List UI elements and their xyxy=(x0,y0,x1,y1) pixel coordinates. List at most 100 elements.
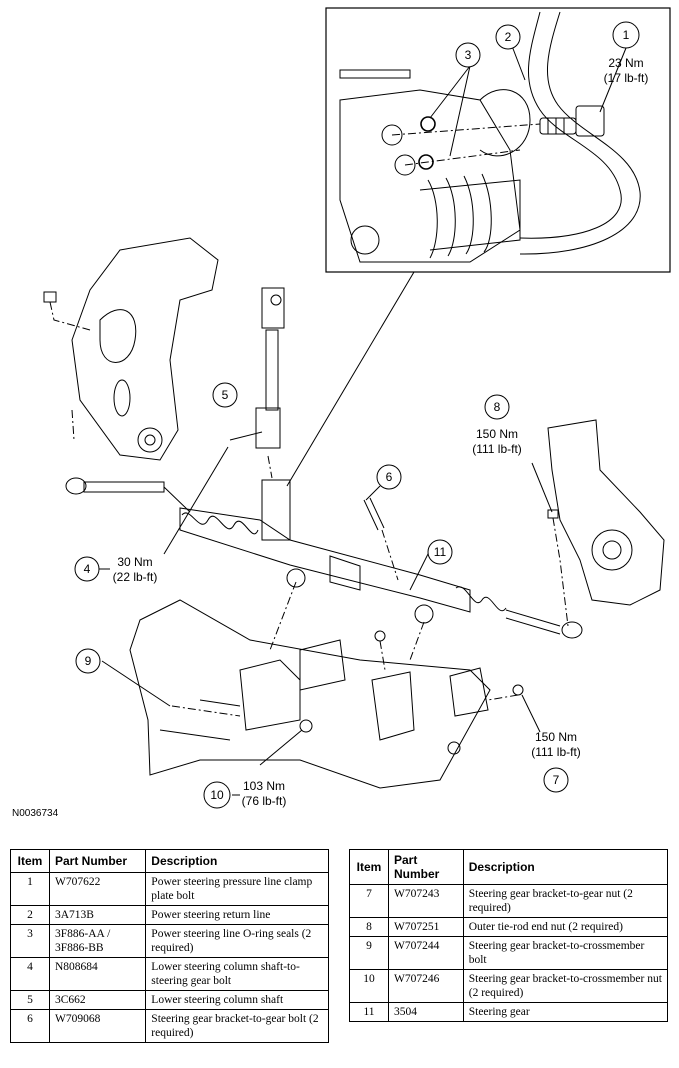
header-part-number: Part Number xyxy=(388,849,464,885)
svg-text:10: 10 xyxy=(210,788,224,802)
svg-text:5: 5 xyxy=(222,388,229,402)
item-cell: 2 xyxy=(10,905,50,925)
item-cell: 10 xyxy=(349,969,389,1003)
svg-text:7: 7 xyxy=(553,773,560,787)
callout-7: 7 150 Nm (111 lb-ft) xyxy=(531,730,581,793)
callout-11: 11 xyxy=(427,539,453,565)
desc-cell: Power steering return line xyxy=(145,905,329,925)
crossmember xyxy=(129,599,524,789)
svg-text:(111 lb-ft): (111 lb-ft) xyxy=(531,745,581,759)
desc-cell: Steering gear bracket-to-crossmember nut… xyxy=(462,969,669,1003)
part-cell: W707246 xyxy=(388,969,464,1003)
part-cell: W709068 xyxy=(48,1009,147,1043)
svg-text:6: 6 xyxy=(386,470,393,484)
part-cell: 3F886-AA / 3F886-BB xyxy=(48,924,147,958)
part-cell: 3C662 xyxy=(48,990,147,1010)
callout-6: 6 xyxy=(376,464,402,490)
part-cell: W707251 xyxy=(388,917,464,937)
svg-text:150 Nm: 150 Nm xyxy=(476,427,518,441)
left-steering-knuckle xyxy=(71,237,219,461)
svg-text:11: 11 xyxy=(434,545,447,559)
part-cell: W707622 xyxy=(48,872,147,906)
part-cell: W707244 xyxy=(388,936,464,970)
item-cell: 4 xyxy=(10,957,50,991)
item-cell: 11 xyxy=(349,1002,389,1022)
item-cell: 3 xyxy=(10,924,50,958)
svg-text:4: 4 xyxy=(84,562,91,576)
pressure-line-bolt xyxy=(539,105,605,137)
callout-8: 8 150 Nm (111 lb-ft) xyxy=(472,394,522,456)
svg-text:(22 lb-ft): (22 lb-ft) xyxy=(113,570,158,584)
svg-text:2: 2 xyxy=(505,30,512,44)
svg-text:3: 3 xyxy=(465,48,472,62)
header-description: Description xyxy=(145,849,329,873)
svg-text:8: 8 xyxy=(494,400,501,414)
svg-text:23 Nm: 23 Nm xyxy=(608,56,643,70)
desc-cell: Outer tie-rod end nut (2 required) xyxy=(462,917,669,937)
lower-steering-shaft xyxy=(255,287,285,449)
part-cell: 3A713B xyxy=(48,905,147,925)
part-cell: N808684 xyxy=(48,957,147,991)
desc-cell: Steering gear xyxy=(462,1002,669,1022)
header-description: Description xyxy=(462,849,669,885)
callout-3: 3 xyxy=(455,42,481,68)
svg-text:150 Nm: 150 Nm xyxy=(535,730,577,744)
item-cell: 7 xyxy=(349,884,389,918)
item-cell: 5 xyxy=(10,990,50,1010)
exploded-diagram: 1 23 Nm (17 lb-ft) 2 3 4 30 Nm (22 lb-ft… xyxy=(43,7,671,809)
right-tie-rod xyxy=(505,609,583,639)
o-ring-seals xyxy=(418,116,436,170)
svg-text:(111 lb-ft): (111 lb-ft) xyxy=(472,442,522,456)
svg-text:9: 9 xyxy=(85,654,92,668)
right-tie-rod-nut xyxy=(547,509,559,519)
callout-10: 10 103 Nm (76 lb-ft) xyxy=(203,779,287,809)
desc-cell: Power steering line O-ring seals (2 requ… xyxy=(145,924,329,958)
part-cell: 3504 xyxy=(388,1002,464,1022)
return-line-pipe xyxy=(519,11,641,255)
svg-text:30 Nm: 30 Nm xyxy=(117,555,152,569)
gear-bracket-bolt xyxy=(363,497,385,531)
desc-cell: Power steering pressure line clamp plate… xyxy=(145,872,329,906)
item-cell: 6 xyxy=(10,1009,50,1043)
desc-cell: Lower steering column shaft xyxy=(145,990,329,1010)
svg-text:(17 lb-ft): (17 lb-ft) xyxy=(604,71,649,85)
desc-cell: Steering gear bracket-to-crossmember bol… xyxy=(462,936,669,970)
table-header-row: Item Part Number Description xyxy=(10,849,329,873)
gear-housing-inset xyxy=(339,69,531,263)
desc-cell: Lower steering column shaft-to-steering … xyxy=(145,957,329,991)
callout-2: 2 xyxy=(495,24,521,50)
part-cell: W707243 xyxy=(388,884,464,918)
header-item: Item xyxy=(10,849,50,873)
desc-cell: Steering gear bracket-to-gear nut (2 req… xyxy=(462,884,669,918)
item-cell: 1 xyxy=(10,872,50,906)
item-cell: 8 xyxy=(349,917,389,937)
figure-id: N0036734 xyxy=(12,808,59,819)
svg-text:(76 lb-ft): (76 lb-ft) xyxy=(242,794,287,808)
header-item: Item xyxy=(349,849,389,885)
callout-9: 9 xyxy=(75,648,101,674)
item-cell: 9 xyxy=(349,936,389,970)
detail-inset-box xyxy=(325,7,671,273)
steering-gear-rack xyxy=(179,479,507,624)
desc-cell: Steering gear bracket-to-gear bolt (2 re… xyxy=(145,1009,329,1043)
table-header-row: Item Part Number Description xyxy=(349,849,669,885)
right-steering-knuckle xyxy=(547,419,665,606)
left-tie-rod-nut xyxy=(43,291,57,303)
callout-5: 5 xyxy=(212,382,238,408)
callout-4: 4 30 Nm (22 lb-ft) xyxy=(74,555,158,584)
header-part-number: Part Number xyxy=(48,849,147,873)
left-tie-rod xyxy=(65,477,191,513)
